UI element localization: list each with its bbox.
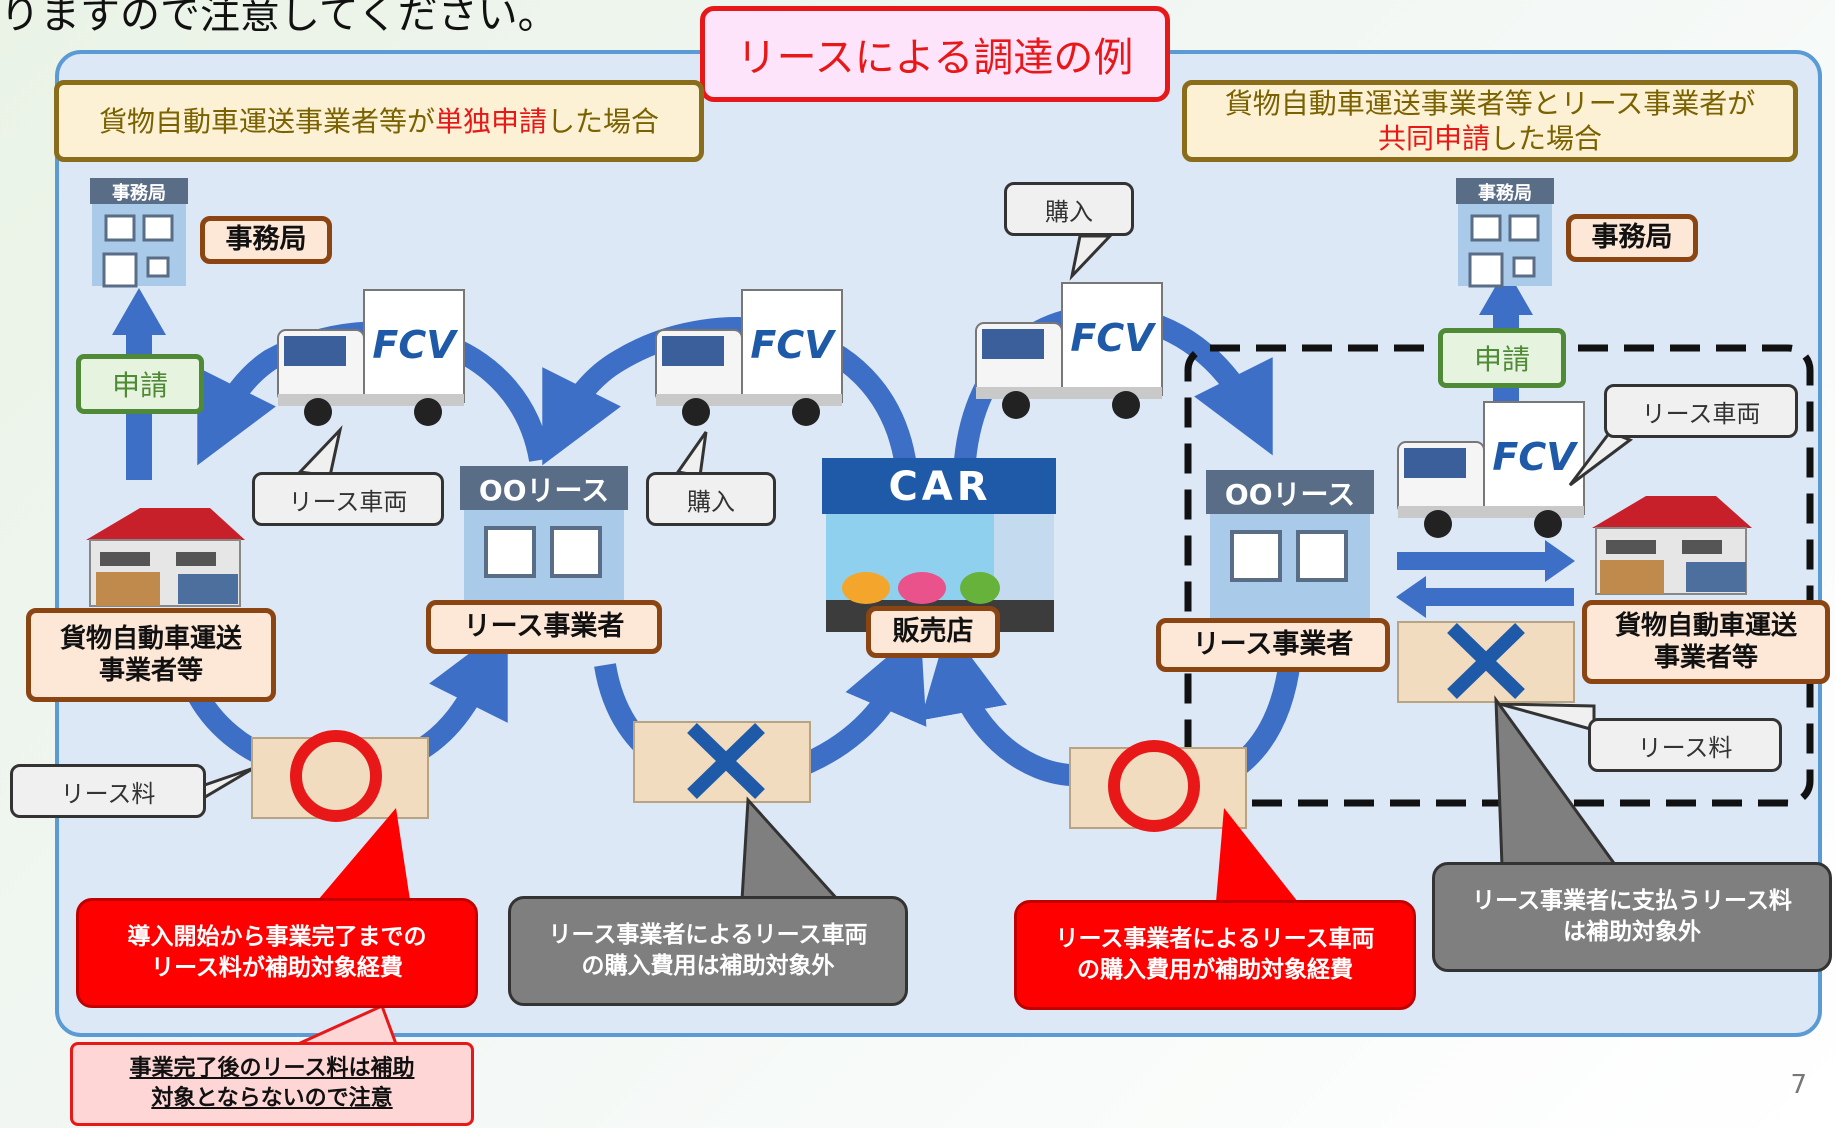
fcv-truck-1: FCV [277,289,465,426]
svg-text:事務局: 事務局 [112,182,166,204]
fcv-truck-3: FCV [975,282,1163,419]
case-single-application: 貨物自動車運送事業者等が単独申請した場合 [54,80,704,162]
warehouse-right [1592,496,1752,595]
page-number: 7 [1790,1070,1807,1100]
fcv-truck-4: FCV [1397,401,1585,538]
note-ineligible-lease-fee: リース事業者に支払うリース料 は補助対象外 [1432,862,1832,972]
banknote-2 [633,721,811,803]
note-line: リース事業者に支払うリース料 [1472,887,1792,914]
callout-purchase-left: 購入 [646,472,776,526]
note-eligible-purchase: リース事業者によるリース車両 の購入費用が補助対象経費 [1014,900,1416,1010]
banknote-1 [251,730,429,822]
callout-lease-fee-left: リース料 [10,764,206,818]
svg-text:FCV: FCV [1492,435,1578,479]
callout-lease-vehicle-left: リース車両 [252,472,444,526]
lessor-label-right: リース事業者 [1156,618,1390,672]
callout-lease-vehicle-right: リース車両 [1604,384,1798,438]
svg-text:OOリース: OOリース [1225,478,1355,511]
note-line: の購入費用は補助対象外 [581,953,835,979]
lessor-building-left: OOリース [460,466,628,650]
note-tails [297,695,1619,1046]
svg-text:FCV: FCV [1070,316,1156,360]
note-line: リース料が補助対象経費 [151,955,403,981]
case-joint-suffix: した場合 [1490,122,1603,155]
office-building-left: 事務局 [90,178,188,288]
callout-tails [194,234,1634,803]
case-joint-line1: 貨物自動車運送事業者等とリース事業者が [1224,87,1756,120]
car-dealer-building: CAR [822,458,1056,632]
note-line: は補助対象外 [1563,919,1701,945]
note-ineligible-purchase: リース事業者によるリース車両 の購入費用は補助対象外 [508,896,908,1006]
note-line: リース事業者によるリース車両 [548,921,868,948]
banknote-3 [1069,740,1247,832]
note-eligible-lease-fee: 導入開始から事業完了までの リース料が補助対象経費 [76,898,478,1008]
carrier-label-line2: 事業者等 [1653,643,1758,673]
diagram-title: リースによる調達の例 [700,6,1170,102]
dealer-label: 販売店 [866,606,1000,658]
svg-text:CAR: CAR [888,464,991,510]
apply-label-left: 申請 [76,354,204,414]
svg-text:OOリース: OOリース [479,474,609,507]
warning-post-completion-fee: 事業完了後のリース料は補助 対象とならないので注意 [70,1042,474,1126]
two-way-arrows [1396,540,1575,618]
arrow-fee-to-dealer [920,626,1086,787]
carrier-label-right: 貨物自動車運送 事業者等 [1582,600,1830,684]
carrier-label-line1: 貨物自動車運送 [1614,610,1797,641]
svg-text:FCV: FCV [750,323,836,367]
case-joint-emphasis: 共同申請 [1377,122,1490,155]
svg-text:FCV: FCV [372,323,458,367]
case-single-suffix: した場合 [547,104,660,138]
carrier-label-line1: 貨物自動車運送 [59,623,242,654]
svg-text:事務局: 事務局 [1478,182,1532,204]
callout-lease-fee-right: リース料 [1588,718,1782,772]
office-label-right: 事務局 [1566,214,1698,262]
office-building-right: 事務局 [1456,178,1554,288]
case-single-emphasis: 単独申請 [434,104,547,138]
case-single-prefix: 貨物自動車運送事業者等が [98,104,435,138]
warning-line: 対象とならないので注意 [151,1086,393,1111]
callout-purchase-top: 購入 [1004,182,1134,236]
lessor-label-left: リース事業者 [426,600,662,654]
fcv-truck-2: FCV [655,289,843,426]
lessor-building-right: OOリース [1206,470,1374,624]
note-line: 導入開始から事業完了までの [127,923,427,950]
case-joint-application: 貨物自動車運送事業者等とリース事業者が 共同申請した場合 [1182,80,1798,162]
warehouse-left [86,508,245,607]
note-line: リース事業者によるリース車両 [1055,925,1375,952]
carrier-label-left: 貨物自動車運送 事業者等 [26,608,276,702]
apply-label-right: 申請 [1438,328,1566,388]
carrier-label-line2: 事業者等 [98,656,203,686]
note-line: の購入費用が補助対象経費 [1077,957,1353,983]
warning-line: 事業完了後のリース料は補助 [129,1056,415,1082]
office-label-left: 事務局 [200,216,332,264]
banknote-4 [1397,621,1575,703]
header-text: りますので注意してください。 [0,0,558,38]
